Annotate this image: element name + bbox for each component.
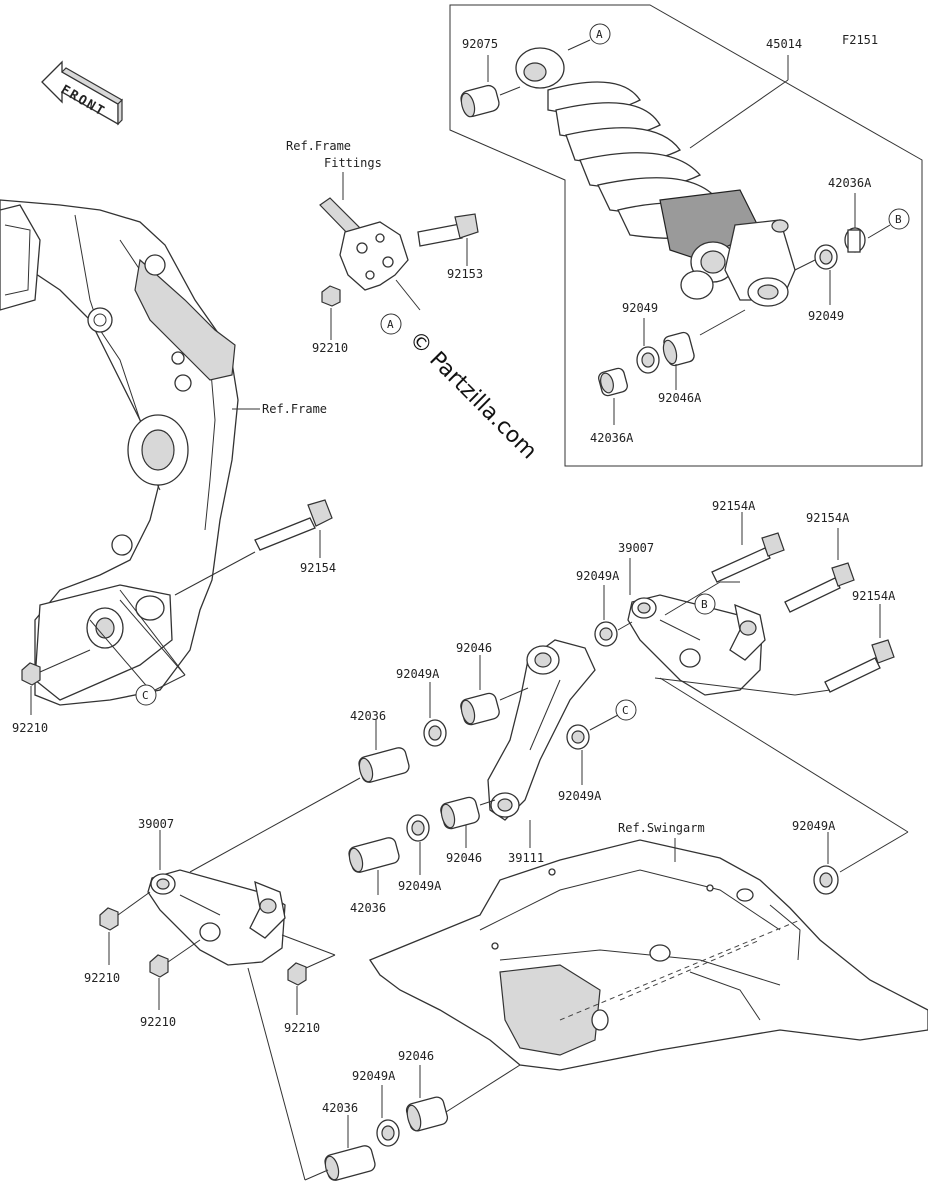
part-92210-c: 92210	[284, 1021, 320, 1035]
part-39007-left: 39007	[138, 817, 174, 831]
part-92210-left: 92210	[12, 721, 48, 735]
seal-92049A-c	[566, 724, 590, 750]
tie-rod-39007-right	[627, 594, 766, 696]
ref-frame-fittings-line1: Ref.Frame	[286, 139, 351, 153]
collar-42036A-right	[844, 227, 866, 253]
seal-92049A-lower	[406, 814, 430, 842]
nut-92210-a	[99, 907, 119, 931]
part-92049A-bottom: 92049A	[352, 1069, 396, 1083]
part-92049A-lower: 92049A	[398, 879, 442, 893]
seal-92049A-bottom	[376, 1119, 400, 1147]
bolt-92154A-1	[711, 532, 785, 583]
nut-92210-top	[321, 285, 341, 307]
part-92049A-upper: 92049A	[576, 569, 620, 583]
front-direction-icon: FRONT	[41, 60, 123, 126]
rocker-arm-39111	[487, 639, 596, 821]
collar-42036A-bottom	[598, 367, 628, 397]
part-42036A-top: 42036A	[828, 176, 872, 190]
callout-b-shock-label: B	[895, 213, 902, 226]
part-39111: 39111	[508, 851, 544, 865]
swingarm-section	[369, 839, 928, 1071]
nut-92210-c	[287, 962, 307, 986]
part-92154A-2: 92154A	[806, 511, 850, 525]
bearing-92046-mid	[440, 796, 480, 830]
bolt-92153	[417, 213, 479, 247]
part-92049A-right: 92049A	[792, 819, 836, 833]
part-92049-mid: 92049	[622, 301, 658, 315]
part-92046-bottom: 92046	[398, 1049, 434, 1063]
part-92210-b: 92210	[140, 1015, 176, 1029]
seal-92049-mid	[636, 346, 660, 374]
figure-code: F2151	[842, 33, 878, 47]
callout-b-linkage	[694, 593, 716, 615]
nut-92210-left	[21, 662, 41, 686]
nut-92210-b	[149, 954, 169, 978]
frame-section	[0, 199, 239, 706]
callout-a-fittings	[380, 313, 402, 335]
callout-c-frame-label: C	[142, 689, 149, 702]
part-92049A-mid: 92049A	[396, 667, 440, 681]
part-45014: 45014	[766, 37, 802, 51]
callout-c-linkage-label: C	[622, 704, 629, 717]
ref-swingarm-label: Ref.Swingarm	[618, 821, 705, 835]
ref-frame-fittings-line2: Fittings	[324, 156, 382, 170]
part-92046-mid: 92046	[446, 851, 482, 865]
callout-a-shock-label: A	[596, 28, 603, 41]
part-92210-top: 92210	[312, 341, 348, 355]
ref-frame-label: Ref.Frame	[262, 402, 327, 416]
watermark: © Partzilla.com	[404, 327, 542, 465]
callout-a-shock	[589, 23, 611, 45]
part-92153: 92153	[447, 267, 483, 281]
shock-absorber-45014	[515, 47, 796, 307]
part-92046A: 92046A	[658, 391, 702, 405]
collar-42036-mid	[348, 837, 400, 873]
part-92075: 92075	[462, 37, 498, 51]
bearing-92046A	[662, 331, 695, 367]
collar-42036-bottom	[324, 1145, 376, 1181]
part-92046-upper: 92046	[456, 641, 492, 655]
seal-92049-right	[814, 244, 838, 270]
part-42036-bottom: 42036	[322, 1101, 358, 1115]
shock-assembly-boundary	[449, 4, 923, 467]
seal-92049A-right	[813, 865, 839, 895]
callout-c-frame	[135, 684, 157, 706]
bolt-92154	[254, 499, 333, 551]
bolt-92154A-3	[824, 639, 895, 693]
part-92154A-3: 92154A	[852, 589, 896, 603]
part-92210-a: 92210	[84, 971, 120, 985]
part-42036-mid: 42036	[350, 901, 386, 915]
frame-fittings: Ref.Frame Fittings	[286, 139, 421, 311]
part-39007-right: 39007	[618, 541, 654, 555]
part-42036-upper: 42036	[350, 709, 386, 723]
part-92049A-c: 92049A	[558, 789, 602, 803]
seal-92049A-upper	[594, 621, 618, 647]
bushing-92075	[460, 84, 500, 118]
bolt-92154A-2	[784, 562, 855, 613]
part-42036A-bottom: 42036A	[590, 431, 634, 445]
collar-42036-upper	[358, 747, 410, 783]
bearing-92046-bottom	[405, 1096, 449, 1132]
bearing-92046-upper	[460, 692, 500, 726]
callout-a-fittings-label: A	[387, 318, 394, 331]
callout-c-linkage	[615, 699, 637, 721]
tie-rod-39007-left	[147, 869, 286, 966]
callout-b-shock	[888, 208, 910, 230]
callout-b-linkage-label: B	[701, 598, 708, 611]
part-92049-right: 92049	[808, 309, 844, 323]
seal-92049A-mid	[423, 719, 447, 747]
part-92154: 92154	[300, 561, 336, 575]
part-92154A-1: 92154A	[712, 499, 756, 513]
